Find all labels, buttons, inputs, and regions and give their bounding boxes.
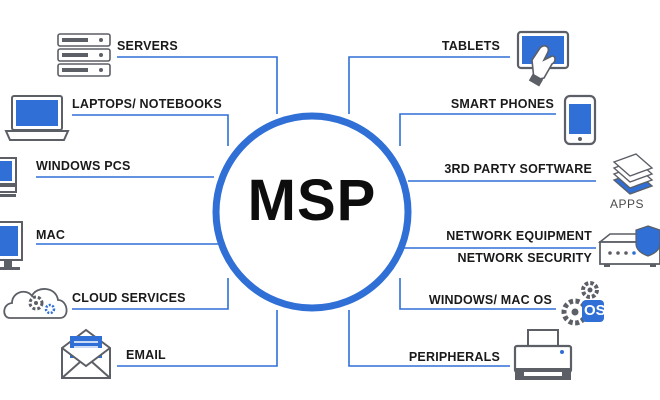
label-network-equipment: NETWORK EQUIPMENT [446, 229, 592, 243]
connector-servers [117, 56, 278, 114]
connector-lines [36, 56, 596, 367]
desktop-pc-icon [0, 157, 17, 197]
label-mac: MAC [36, 228, 66, 242]
label-windows-pcs: WINDOWS PCS [36, 159, 131, 173]
envelope-icon [61, 328, 111, 379]
label-network-security: NETWORK SECURITY [457, 251, 592, 265]
server-rack-icon [57, 33, 111, 77]
label-peripherals: PERIPHERALS [408, 350, 500, 364]
smartphone-icon [563, 94, 597, 146]
hub-circle [212, 112, 412, 312]
connector-email [117, 310, 278, 367]
label-software: 3RD PARTY SOFTWARE [444, 162, 592, 176]
connector-smart-phones [399, 113, 556, 146]
label-os: WINDOWS/ MAC OS [428, 293, 552, 307]
connector-os [399, 278, 556, 310]
label-email: EMAIL [126, 348, 166, 362]
printer-icon [513, 329, 573, 380]
monitor-icon [0, 221, 23, 270]
laptop-icon [4, 95, 70, 141]
label-cloud: CLOUD SERVICES [72, 291, 186, 305]
connector-peripherals [348, 310, 510, 367]
gears-os-icon [561, 281, 604, 326]
apps-icon-text: APPS [610, 197, 645, 211]
os-icon-text: OS [584, 302, 606, 319]
cloud-gear-icon [3, 288, 68, 319]
label-laptops: LAPTOPS/ NOTEBOOKS [72, 97, 222, 111]
apps-stack-icon [612, 153, 654, 195]
label-tablets: TABLETS [441, 39, 500, 53]
connector-tablets [348, 56, 510, 114]
label-servers: SERVERS [117, 39, 178, 53]
connector-cloud [72, 278, 229, 310]
label-smart-phones: SMART PHONES [450, 97, 554, 111]
connector-laptops [72, 114, 229, 146]
tablet-hand-icon [516, 30, 570, 87]
router-shield-icon [597, 225, 660, 267]
hub-label: MSP [247, 168, 377, 233]
